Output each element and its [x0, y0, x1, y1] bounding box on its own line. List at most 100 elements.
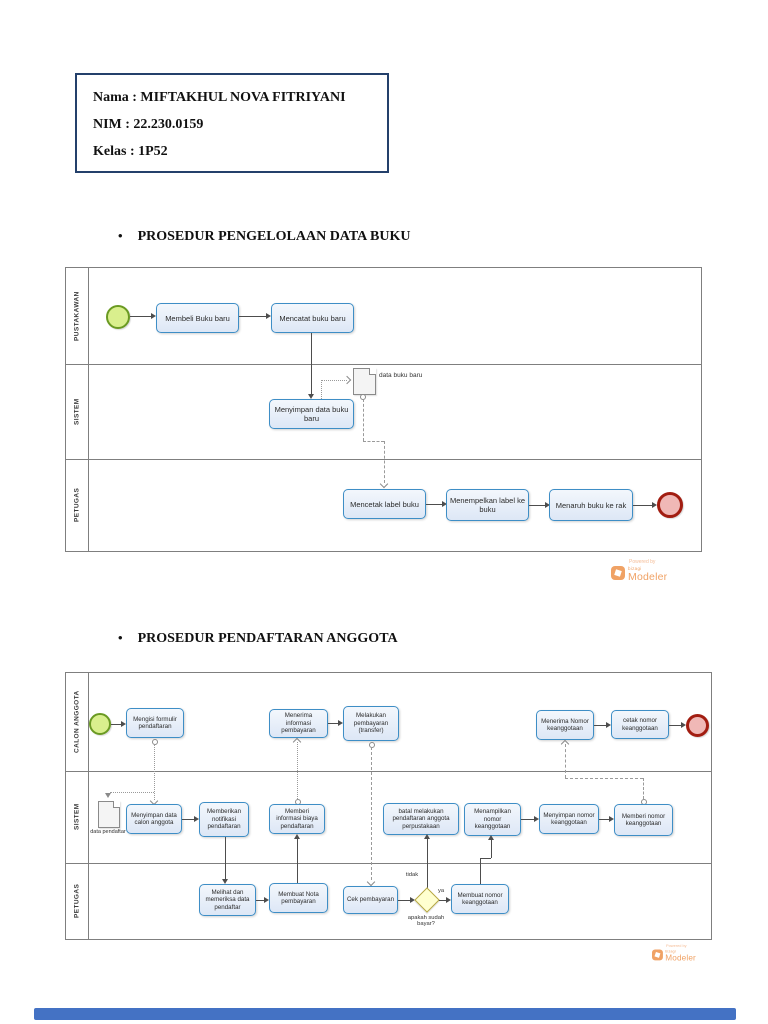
task-cetak-nomor-keanggotaan: cetak nomor keanggotaan — [611, 710, 669, 739]
association-line — [321, 380, 347, 381]
lane-divider — [66, 863, 711, 864]
flow-arrowhead — [446, 897, 451, 903]
modeler-product-text: Modeler — [665, 952, 696, 963]
bizagi-brand-text: bizagi — [665, 949, 676, 954]
flow-arrowhead — [338, 720, 343, 726]
message-flow-line — [154, 744, 155, 800]
start-event-icon — [89, 713, 111, 735]
bpmn-pool-pengelolaan-data-buku: PUSTAKAWAN SISTEM PETUGAS Membeli Buku b… — [65, 267, 702, 552]
flow-arrowhead — [606, 722, 611, 728]
flow-arrowhead — [534, 816, 539, 822]
flow-line — [427, 839, 428, 888]
end-event-icon — [657, 492, 683, 518]
flow-line — [480, 858, 481, 884]
task-batal-pendaftaran: batal melakukan pendaftaran anggota perp… — [383, 803, 459, 835]
lane-label-petugas: PETUGAS — [73, 883, 81, 919]
flow-line — [182, 819, 194, 820]
message-flow-arrowhead — [366, 877, 376, 887]
modeler-product-text: Modeler — [628, 570, 668, 583]
flow-line — [111, 724, 121, 725]
page-fold-icon — [369, 368, 376, 375]
lane-divider — [66, 364, 701, 365]
flow-arrowhead — [652, 502, 657, 508]
bizagi-modeler-logo: Powered by bizagi Modeler — [652, 944, 696, 962]
flow-line — [256, 900, 265, 901]
bizagi-cube-icon — [652, 949, 663, 961]
powered-by-text: Powered by — [666, 944, 687, 949]
flow-line — [426, 504, 442, 505]
message-flow-line — [363, 399, 364, 441]
lane-label-calon-anggota: CALON ANGGOTA — [73, 690, 81, 754]
data-object-label: data pendaftar — [90, 829, 126, 835]
data-object-icon — [353, 368, 376, 395]
flow-line — [398, 900, 411, 901]
lane-label-sistem: SISTEM — [73, 398, 81, 425]
flow-line — [633, 505, 652, 506]
task-mengisi-formulir: Mengisi formulir pendaftaran — [126, 708, 184, 738]
flow-arrowhead — [681, 722, 686, 728]
task-memberikan-notifikasi: Memberikan notifikasi pendaftaran — [199, 802, 249, 837]
flow-line — [297, 839, 298, 883]
task-memberi-nomor: Memberi nomor keanggotaan — [614, 804, 673, 836]
flow-arrowhead — [442, 501, 447, 507]
section-title-2: • PROSEDUR PENDAFTARAN ANGGOTA — [118, 630, 398, 647]
student-name-line: Nama : MIFTAKHUL NOVA FITRIYANI — [93, 90, 346, 105]
flow-arrowhead — [264, 897, 269, 903]
flow-line — [225, 837, 226, 879]
message-flow-line — [643, 778, 644, 799]
lane-label-column — [66, 268, 89, 551]
data-object-label: data buku baru — [379, 372, 423, 379]
bizagi-cube-icon — [611, 566, 625, 580]
lane-label-column — [66, 673, 89, 939]
flow-arrowhead — [545, 502, 550, 508]
message-flow-arrowhead — [292, 737, 302, 747]
flow-line — [130, 316, 151, 317]
flow-arrowhead — [410, 897, 415, 903]
flow-line — [529, 505, 545, 506]
task-membeli-buku-baru: Membeli Buku baru — [156, 303, 239, 333]
gateway-yes-label: ya — [438, 888, 445, 894]
flow-arrowhead — [194, 816, 199, 822]
message-flow-line — [565, 744, 566, 778]
task-menempelkan-label-ke-buku: Menempelkan label ke buku — [446, 489, 529, 521]
message-flow-line — [384, 441, 385, 483]
bpmn-pool-pendaftaran-anggota: CALON ANGGOTA SISTEM PETUGAS Mengisi for… — [65, 672, 712, 940]
message-flow-start-dot — [369, 742, 375, 748]
association-arrowhead — [342, 375, 352, 385]
task-melakukan-pembayaran: Melakukan pembayaran (transfer) — [343, 706, 399, 741]
task-menerima-nomor-keanggotaan: Menerima Nomor keanggotaan — [536, 710, 594, 740]
flow-arrowhead — [488, 835, 494, 840]
message-flow-line — [297, 742, 298, 799]
flow-arrowhead — [294, 834, 300, 839]
flow-line — [480, 858, 491, 859]
section-title-1-text: PROSEDUR PENGELOLAAN DATA BUKU — [137, 229, 411, 244]
flow-line — [328, 723, 339, 724]
flow-line — [491, 840, 492, 858]
task-memberi-informasi-biaya: Memberi informasi biaya pendaftaran — [269, 804, 325, 834]
message-flow-arrowhead — [379, 479, 389, 489]
powered-by-text: Powered by — [629, 559, 656, 565]
flow-line — [669, 725, 681, 726]
student-id-box: Nama : MIFTAKHUL NOVA FITRIYANI NIM : 22… — [75, 73, 389, 173]
bullet-icon: • — [118, 630, 123, 645]
task-mencatat-buku-baru: Mencatat buku baru — [271, 303, 354, 333]
bottom-page-bar — [34, 1008, 736, 1020]
task-menyimpan-data-calon-anggota: Menyimpan data calon anggota — [126, 804, 182, 834]
gateway-diamond-icon — [414, 887, 440, 913]
start-event-icon — [106, 305, 130, 329]
lane-label-pustakawan: PUSTAKAWAN — [73, 291, 81, 341]
student-class-line: Kelas : 1P52 — [93, 144, 168, 159]
association-arrowhead — [105, 793, 111, 798]
flow-arrowhead — [308, 394, 314, 399]
flow-line — [521, 819, 534, 820]
message-flow-line — [371, 747, 372, 880]
flow-arrowhead — [609, 816, 614, 822]
message-flow-arrowhead — [560, 739, 570, 749]
message-flow-line — [363, 441, 384, 442]
flow-arrowhead — [121, 721, 126, 727]
flow-line — [239, 316, 266, 317]
task-menyimpan-data-buku-baru: Menyimpan data buku baru — [269, 399, 354, 429]
flow-line — [311, 333, 312, 394]
flow-arrowhead — [151, 313, 156, 319]
